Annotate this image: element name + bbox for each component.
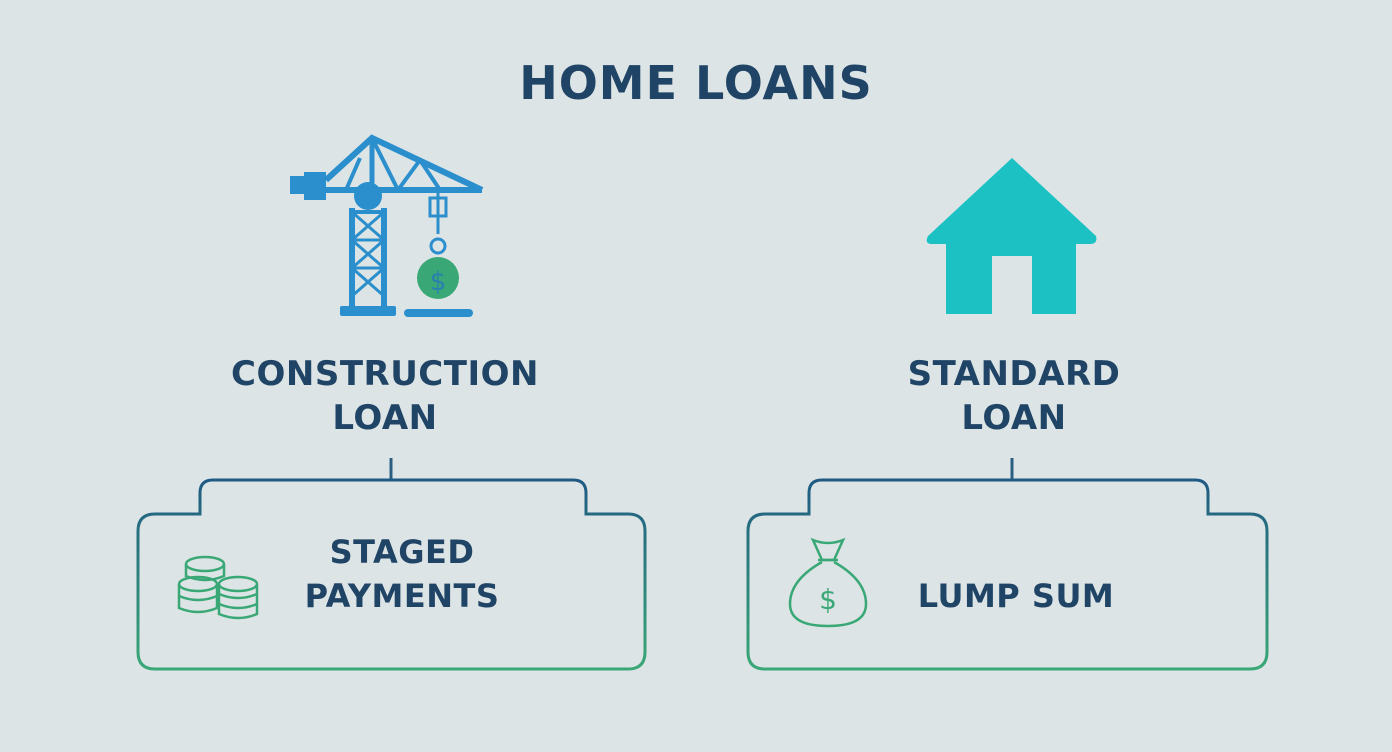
diagram-title: HOME LOANS: [519, 56, 873, 110]
construction-label-line1: CONSTRUCTION: [231, 354, 539, 394]
svg-text:$: $: [819, 583, 837, 616]
standard-label-line2: LOAN: [961, 398, 1067, 438]
staged-payments-line1: STAGED: [329, 533, 475, 571]
construction-label-line2: LOAN: [332, 398, 438, 438]
construction-loan-label: CONSTRUCTION LOAN: [185, 352, 585, 440]
standard-label-line1: STANDARD: [907, 354, 1121, 394]
svg-text:$: $: [430, 267, 447, 297]
standard-loan-label: STANDARD LOAN: [814, 352, 1214, 440]
lump-sum-text: LUMP SUM: [917, 577, 1115, 615]
staged-payments-text: STAGED PAYMENTS: [270, 530, 534, 618]
staged-payments-line2: PAYMENTS: [304, 577, 500, 615]
standard-box-outline: [746, 478, 1269, 671]
construction-box-outline: [136, 478, 647, 671]
